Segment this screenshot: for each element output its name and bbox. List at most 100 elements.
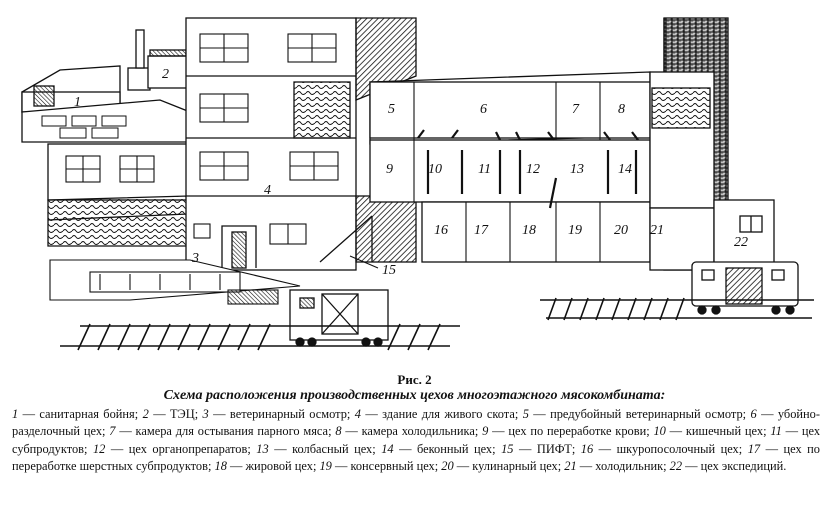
legend-text: кулинарный цех — [472, 459, 558, 474]
legend-item: 20 — кулинарный цех; — [441, 459, 565, 474]
rail-track-right — [540, 297, 814, 321]
legend-item: 2 — ТЭЦ; — [142, 407, 203, 421]
legend-number: 6 — [750, 407, 757, 421]
legend-text: беконный цех — [417, 441, 493, 456]
legend-number: 14 — [381, 441, 394, 456]
callout-10: 10 — [428, 162, 442, 177]
dark-shaft — [319, 17, 417, 263]
legend-text: консервный цех — [350, 459, 435, 474]
plant-illustration: 1 2 3 4 5 6 7 8 9 10 11 12 13 14 15 16 1… — [21, 17, 814, 351]
legend-text: холодильник — [595, 459, 664, 474]
callout-13: 13 — [570, 162, 584, 177]
legend-item: 12 — цех органопрепаратов; — [92, 441, 257, 456]
legend-text: ТЭЦ — [169, 407, 195, 421]
callout-19: 19 — [568, 223, 582, 238]
legend-number: 11 — [770, 424, 782, 439]
callout-9: 9 — [386, 162, 393, 177]
wagon-left — [289, 289, 389, 347]
legend-text: цех органопрепаратов — [128, 441, 248, 456]
callout-6: 6 — [480, 102, 487, 117]
legend-text: камера для остывания парного мяса — [135, 424, 329, 439]
callout-2: 2 — [162, 67, 169, 82]
legend-text: ветеринарный осмотр — [229, 407, 347, 421]
legend-item: 4 — здание для живого скота; — [354, 407, 523, 421]
figure-legend: 1 — санитарная бойня; 2 — ТЭЦ; 3 — ветер… — [12, 406, 820, 476]
legend-text: цех субпродуктов — [12, 424, 821, 456]
legend-number: 22 — [669, 459, 683, 474]
legend-item: 11 — цех субпродуктов; — [12, 424, 821, 456]
callout-1: 1 — [74, 95, 81, 110]
legend-item: 1 — санитарная бойня; — [12, 407, 143, 421]
legend-number: 16 — [580, 441, 594, 456]
callout-11: 11 — [478, 162, 491, 177]
livestock-building — [185, 17, 357, 271]
legend-item: 14 — беконный цех; — [381, 441, 502, 456]
legend-item: 18 — жировой цех; — [214, 459, 320, 474]
callout-21: 21 — [650, 223, 664, 238]
legend-text: санитарная бойня — [39, 407, 135, 421]
wagon-right — [691, 261, 799, 315]
legend-number: 7 — [109, 424, 116, 439]
legend-number: 1 — [12, 407, 19, 421]
figure-title: Рис. 2 — [397, 372, 432, 387]
legend-text: камера холодильника — [361, 424, 475, 439]
legend-item: 5 — предубойный ветеринарный осмотр; — [522, 407, 751, 421]
legend-item: 21 — холодильник; — [564, 459, 670, 474]
legend-number: 8 — [335, 424, 342, 439]
legend-item: 10 — кишечный цех; — [653, 424, 771, 439]
callout-12: 12 — [526, 162, 540, 177]
callout-5: 5 — [388, 102, 395, 117]
callout-3: 3 — [191, 251, 199, 266]
legend-item: 3 — ветеринарный осмотр; — [202, 407, 355, 421]
legend-number: 2 — [142, 407, 149, 421]
legend-text: кишечный цех — [685, 424, 764, 439]
legend-item: 8 — камера холодильника; — [335, 424, 483, 439]
callout-18: 18 — [522, 223, 536, 238]
legend-text: здание для живого скота — [382, 407, 515, 421]
callout-8: 8 — [618, 102, 625, 117]
legend-item: 9 — цех по переработке крови; — [482, 424, 654, 439]
legend-item: 6 — убойно-разделочный цех; — [12, 407, 821, 439]
legend-number: 12 — [92, 441, 106, 456]
callout-17: 17 — [474, 223, 489, 238]
legend-number: 19 — [319, 459, 332, 474]
legend-text: цех экспедиций — [700, 459, 784, 474]
legend-text: цех по переработке шерстных субпродуктов — [12, 441, 821, 474]
legend-number: 4 — [354, 407, 361, 421]
callout-15: 15 — [382, 263, 396, 278]
callout-14: 14 — [618, 162, 632, 177]
sanitary-slaughterhouse-building — [21, 29, 191, 143]
legend-text: предубойный ветеринарный осмотр — [550, 407, 743, 421]
legend-item: 17 — цех по переработке шерстных субпрод… — [12, 441, 821, 474]
legend-number: 20 — [441, 459, 454, 474]
callout-labels: 1 2 3 4 5 6 7 8 9 10 11 12 13 14 15 16 1… — [74, 67, 748, 278]
legend-text: шкуропосолочный цех — [616, 441, 739, 456]
legend-number: 18 — [214, 459, 227, 474]
left-facade — [47, 143, 189, 247]
legend-text: колбасный цех — [292, 441, 373, 456]
legend-number: 10 — [653, 424, 666, 439]
legend-number: 15 — [501, 441, 514, 456]
legend-item: 19 — консервный цех; — [319, 459, 442, 474]
legend-item: 13 — колбасный цех; — [256, 441, 382, 456]
legend-number: 5 — [522, 407, 529, 421]
power-plant-building — [147, 49, 189, 89]
legend-item: 15 — ПИФТ; — [501, 441, 581, 456]
legend-text: убойно-разделочный цех — [12, 407, 821, 439]
dispatch-building — [713, 199, 775, 267]
figure-subtitle: Схема расположения производственных цехо… — [163, 388, 666, 403]
callout-7: 7 — [572, 102, 580, 117]
legend-number: 17 — [747, 441, 761, 456]
legend-text: жировой цех — [245, 459, 313, 474]
legend-number: 13 — [256, 441, 269, 456]
legend-item: 16 — шкуропосолочный цех; — [580, 441, 748, 456]
callout-20: 20 — [614, 223, 628, 238]
callout-22: 22 — [734, 235, 748, 250]
legend-number: 3 — [202, 407, 209, 421]
rail-track-left — [60, 323, 460, 351]
callout-16: 16 — [434, 223, 448, 238]
production-block — [369, 71, 651, 263]
yard-fence — [49, 259, 301, 305]
callout-4: 4 — [264, 183, 271, 198]
legend-number: 9 — [482, 424, 489, 439]
